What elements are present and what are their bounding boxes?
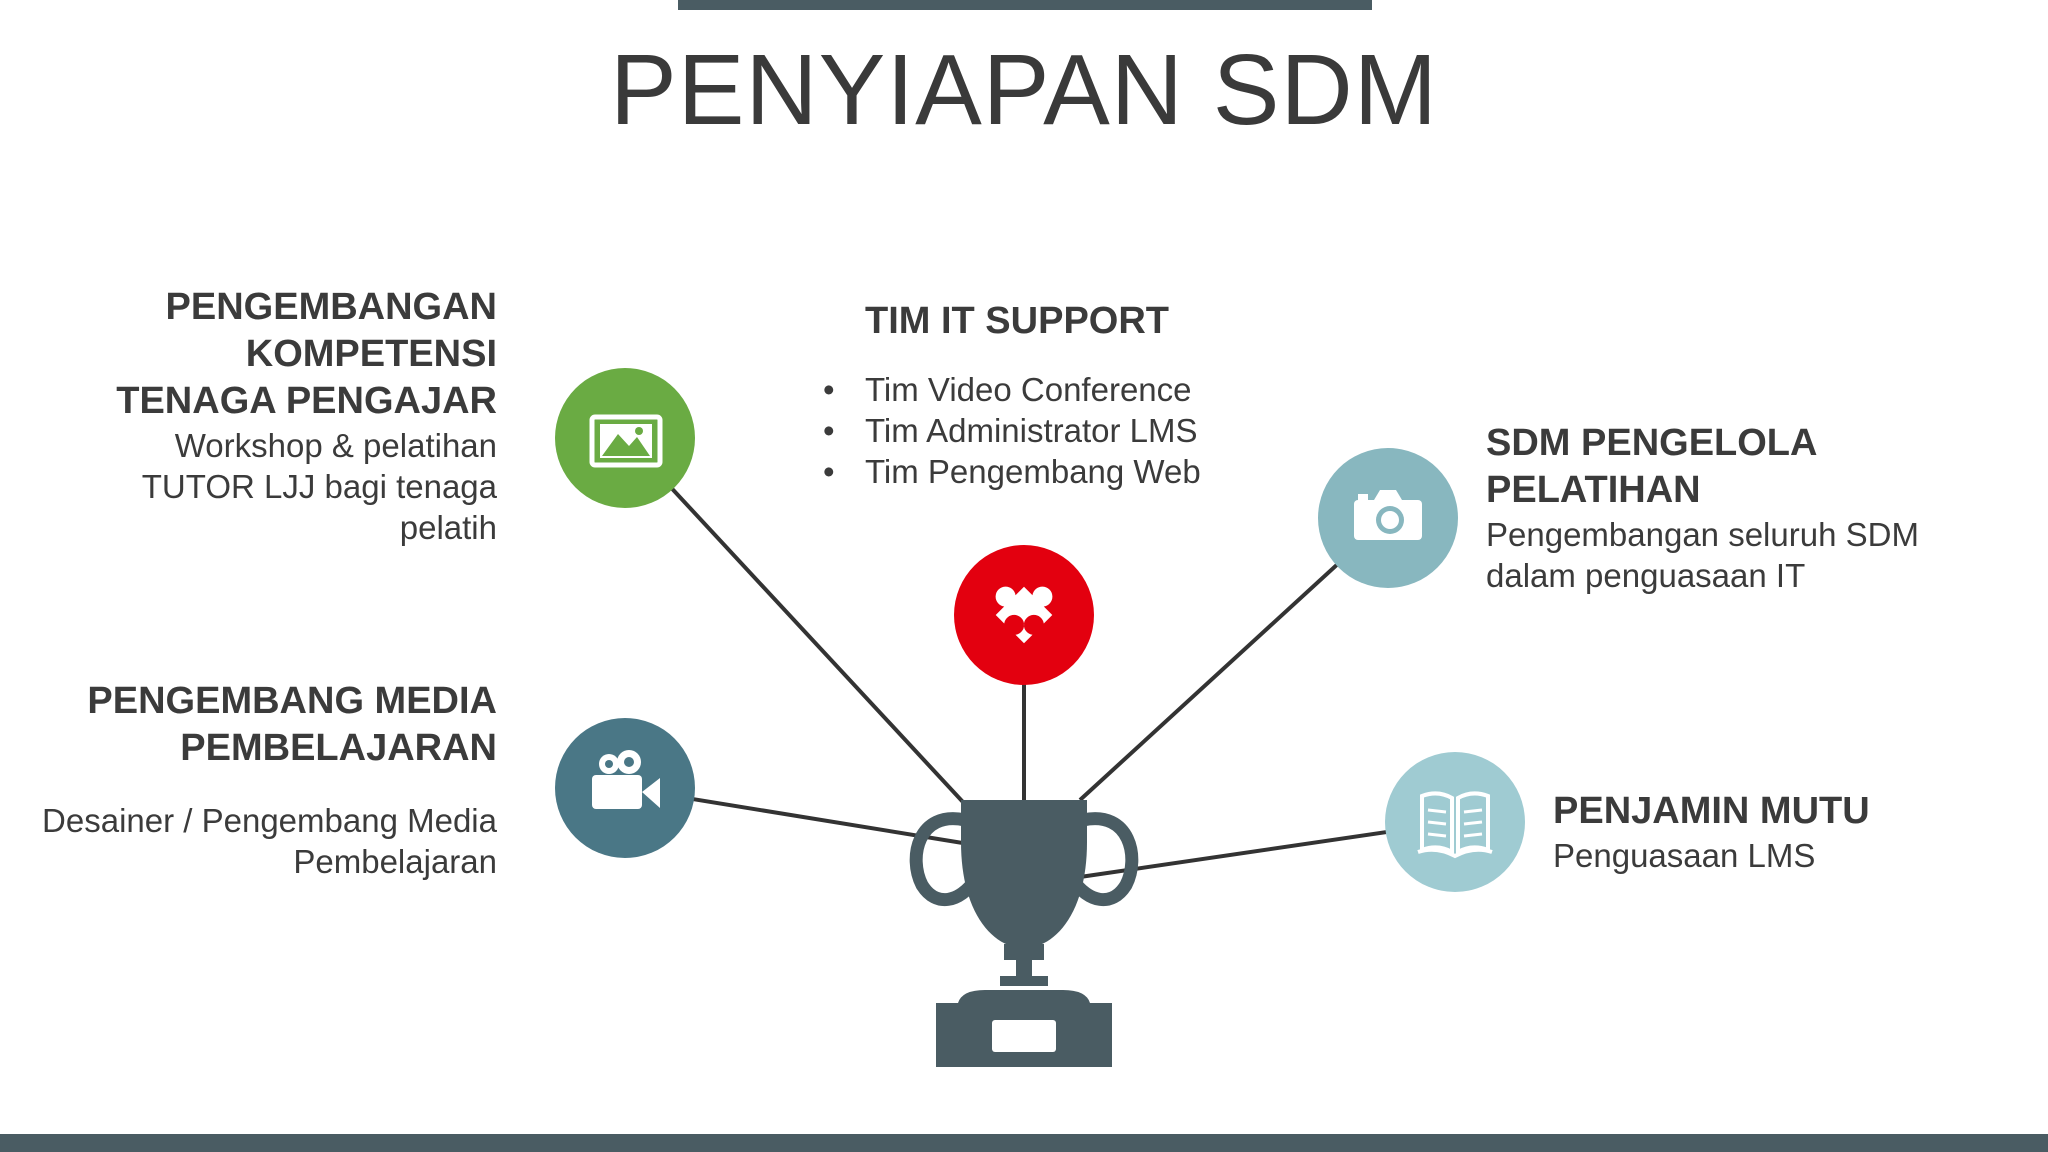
media-description: Desainer / Pengembang Media Pembelajaran (42, 802, 497, 880)
image-icon (589, 414, 663, 468)
list-item: Tim Video Conference (823, 369, 1283, 410)
list-item: Tim Pengembang Web (823, 451, 1283, 492)
competency-heading: PENGEMBANGAN KOMPETENSI TENAGA PENGAJAR (116, 286, 497, 422)
top-accent-bar (678, 0, 1372, 10)
trophy-icon (909, 800, 1139, 1067)
training-heading: SDM PENGELOLA PELATIHAN (1486, 422, 1818, 511)
media-node (555, 718, 695, 858)
camera-icon (1354, 490, 1422, 540)
media-text: PENGEMBANG MEDIA PEMBELAJARAN Desainer /… (10, 678, 497, 882)
competency-description: Workshop & pelatihan TUTOR LJJ bagi tena… (141, 427, 497, 546)
training-node (1318, 448, 1458, 588)
video-camera-icon (592, 750, 660, 809)
training-description: Pengembangan seluruh SDM dalam penguasaa… (1486, 516, 1919, 594)
bottom-accent-bar (0, 1134, 2048, 1152)
training-text: SDM PENGELOLA PELATIHAN Pengembangan sel… (1486, 420, 2006, 596)
slide-title: PENYIAPAN SDM (610, 34, 1438, 146)
it-support-text: TIM IT SUPPORT Tim Video Conference Tim … (823, 298, 1283, 492)
competency-node (555, 368, 695, 508)
quality-node (1385, 752, 1525, 892)
it-support-list: Tim Video Conference Tim Administrator L… (823, 369, 1283, 492)
list-item: Tim Administrator LMS (823, 410, 1283, 451)
book-icon (1417, 791, 1493, 859)
competency-text: PENGEMBANGAN KOMPETENSI TENAGA PENGAJAR … (40, 284, 497, 548)
quality-heading: PENJAMIN MUTU (1553, 790, 1870, 832)
quality-text: PENJAMIN MUTU Penguasaan LMS (1553, 788, 2013, 876)
it-support-node (954, 545, 1094, 685)
media-heading: PENGEMBANG MEDIA PEMBELAJARAN (87, 680, 497, 769)
connector-competency (623, 436, 977, 817)
it-support-heading: TIM IT SUPPORT (865, 300, 1169, 342)
quality-description: Penguasaan LMS (1553, 837, 1816, 874)
puzzle-icon (995, 586, 1053, 644)
